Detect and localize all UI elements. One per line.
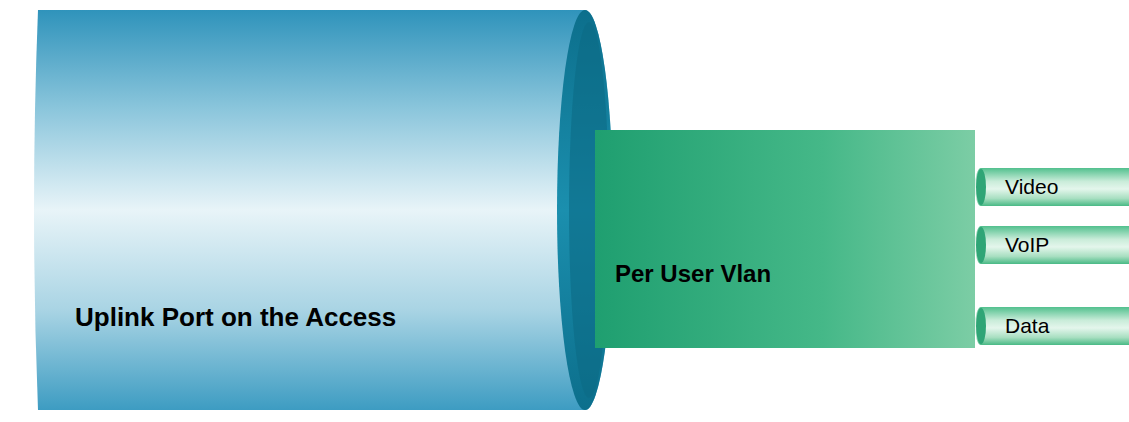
tube-body	[975, 307, 1129, 345]
tube-end	[976, 169, 986, 205]
tube-label: Video	[1005, 175, 1058, 199]
tube-label: Data	[1005, 314, 1049, 338]
traffic-tube: Data	[975, 307, 1129, 345]
tube-end	[976, 308, 986, 344]
tube-shape	[975, 307, 1129, 345]
box-label: Per User Vlan	[615, 260, 771, 288]
vlan-box: Per User Vlan	[595, 130, 975, 348]
rect-shape	[595, 130, 975, 348]
uplink-cylinder: Uplink Port on the Access	[0, 0, 640, 422]
tube-shape	[975, 226, 1129, 264]
tube-body	[975, 168, 1129, 206]
cyl-shape	[0, 0, 640, 422]
traffic-tube: VoIP	[975, 226, 1129, 264]
tube-label: VoIP	[1005, 233, 1049, 257]
traffic-tube: Video	[975, 168, 1129, 206]
box-label: Uplink Port on the Access	[75, 302, 396, 333]
tube-body	[975, 226, 1129, 264]
tube-end	[976, 227, 986, 263]
cylinder-body	[34, 10, 613, 410]
vlan-band	[595, 130, 975, 348]
